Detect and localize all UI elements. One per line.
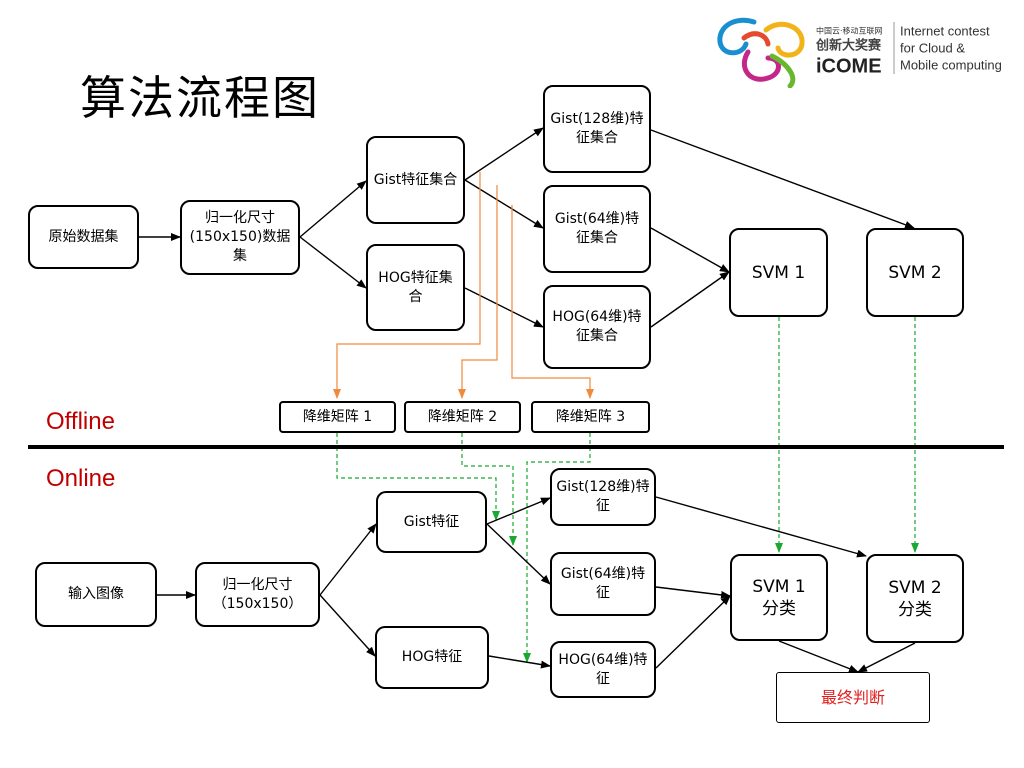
online-arrows	[157, 496, 916, 673]
offline-dataset-box: 原始数据集	[28, 205, 139, 269]
arrow-gist128-to-svm2	[655, 496, 867, 558]
icome-logo: 中国云·移动互联网 创新大奖赛 iCOME Internet contest f…	[708, 8, 1018, 89]
online-label: Online	[46, 465, 116, 492]
offline-hog-set-box: HOG特征集合	[366, 244, 465, 331]
green-arrow-matrix2-to-gist64	[461, 433, 517, 546]
arrow-normalize-to-gist	[319, 523, 377, 596]
final-decision-box: 最终判断	[776, 672, 930, 723]
offline-svm2-box: SVM 2	[866, 228, 964, 317]
logo-cn-small: 中国云·移动互联网	[816, 26, 883, 36]
online-gist128-box: Gist(128维)特征	[550, 468, 656, 526]
logo-brand: iCOME	[816, 55, 882, 77]
arrow-gist64-to-svm1	[650, 227, 730, 273]
online-svm1-box: SVM 1 分类	[730, 554, 828, 641]
online-normalize-box: 归一化尺寸（150x150）	[195, 562, 320, 627]
arrow-gist-set-to-gist128	[464, 127, 544, 181]
green-arrow-matrix1-to-gist	[336, 433, 500, 521]
arrow-hog64-to-svm1	[650, 271, 730, 328]
orange-arrow-to-matrix1	[333, 172, 481, 399]
arrow-normalize-to-hog-set	[299, 236, 367, 289]
logo-tagline-3: Mobile computing	[900, 57, 1002, 72]
offline-hog64-box: HOG(64维)特征集合	[543, 285, 651, 369]
arrow-gist-set-to-gist64	[464, 179, 544, 229]
offline-label: Offline	[46, 408, 115, 435]
offline-gist64-box: Gist(64维)特征集合	[543, 185, 651, 273]
arrow-hog-to-hog64	[488, 655, 551, 669]
arrow-gist-to-gist128	[486, 497, 551, 525]
orange-arrow-to-matrix3	[511, 205, 594, 399]
online-gist-box: Gist特征	[376, 491, 487, 553]
offline-arrows	[139, 127, 915, 328]
online-hog64-box: HOG(64维)特征	[550, 641, 656, 698]
online-gist64-box: Gist(64维)特征	[550, 552, 656, 616]
offline-svm1-box: SVM 1	[729, 228, 828, 317]
online-hog-box: HOG特征	[375, 626, 489, 689]
arrow-normalize-to-gist-set	[299, 180, 367, 238]
arrow-hog64-to-svm1	[655, 595, 731, 669]
orange-arrow-to-matrix2	[458, 185, 498, 399]
arrow-gist-to-gist64	[486, 523, 551, 585]
logo-tagline-2: for Cloud &	[900, 40, 965, 55]
matrix2-box: 降维矩阵 2	[404, 401, 521, 433]
orange-matrix-arrows	[333, 172, 594, 399]
page-title: 算法流程图	[80, 71, 320, 125]
offline-normalize-box: 归一化尺寸(150x150)数据集	[180, 200, 300, 275]
matrix1-box: 降维矩阵 1	[279, 401, 396, 433]
online-svm2-box: SVM 2 分类	[866, 554, 964, 643]
offline-gist128-box: Gist(128维)特征集合	[543, 85, 651, 173]
arrow-gist64-to-svm1	[655, 586, 731, 599]
arrow-hog-set-to-hog64	[464, 287, 544, 328]
matrix3-box: 降维矩阵 3	[531, 401, 650, 433]
logo-cn-big: 创新大奖赛	[815, 38, 882, 54]
logo-tagline-1: Internet contest	[900, 23, 990, 38]
section-divider	[28, 445, 1004, 449]
online-input-box: 输入图像	[35, 562, 157, 627]
arrow-gist128-to-svm2	[650, 129, 915, 229]
arrow-svm2-to-final	[857, 642, 916, 673]
icome-logo-mark: 中国云·移动互联网 创新大奖赛 iCOME Internet contest f…	[717, 17, 1002, 89]
offline-gist-set-box: Gist特征集合	[366, 136, 465, 224]
arrow-normalize-to-hog	[319, 594, 376, 657]
arrow-svm1-to-final	[778, 640, 859, 673]
